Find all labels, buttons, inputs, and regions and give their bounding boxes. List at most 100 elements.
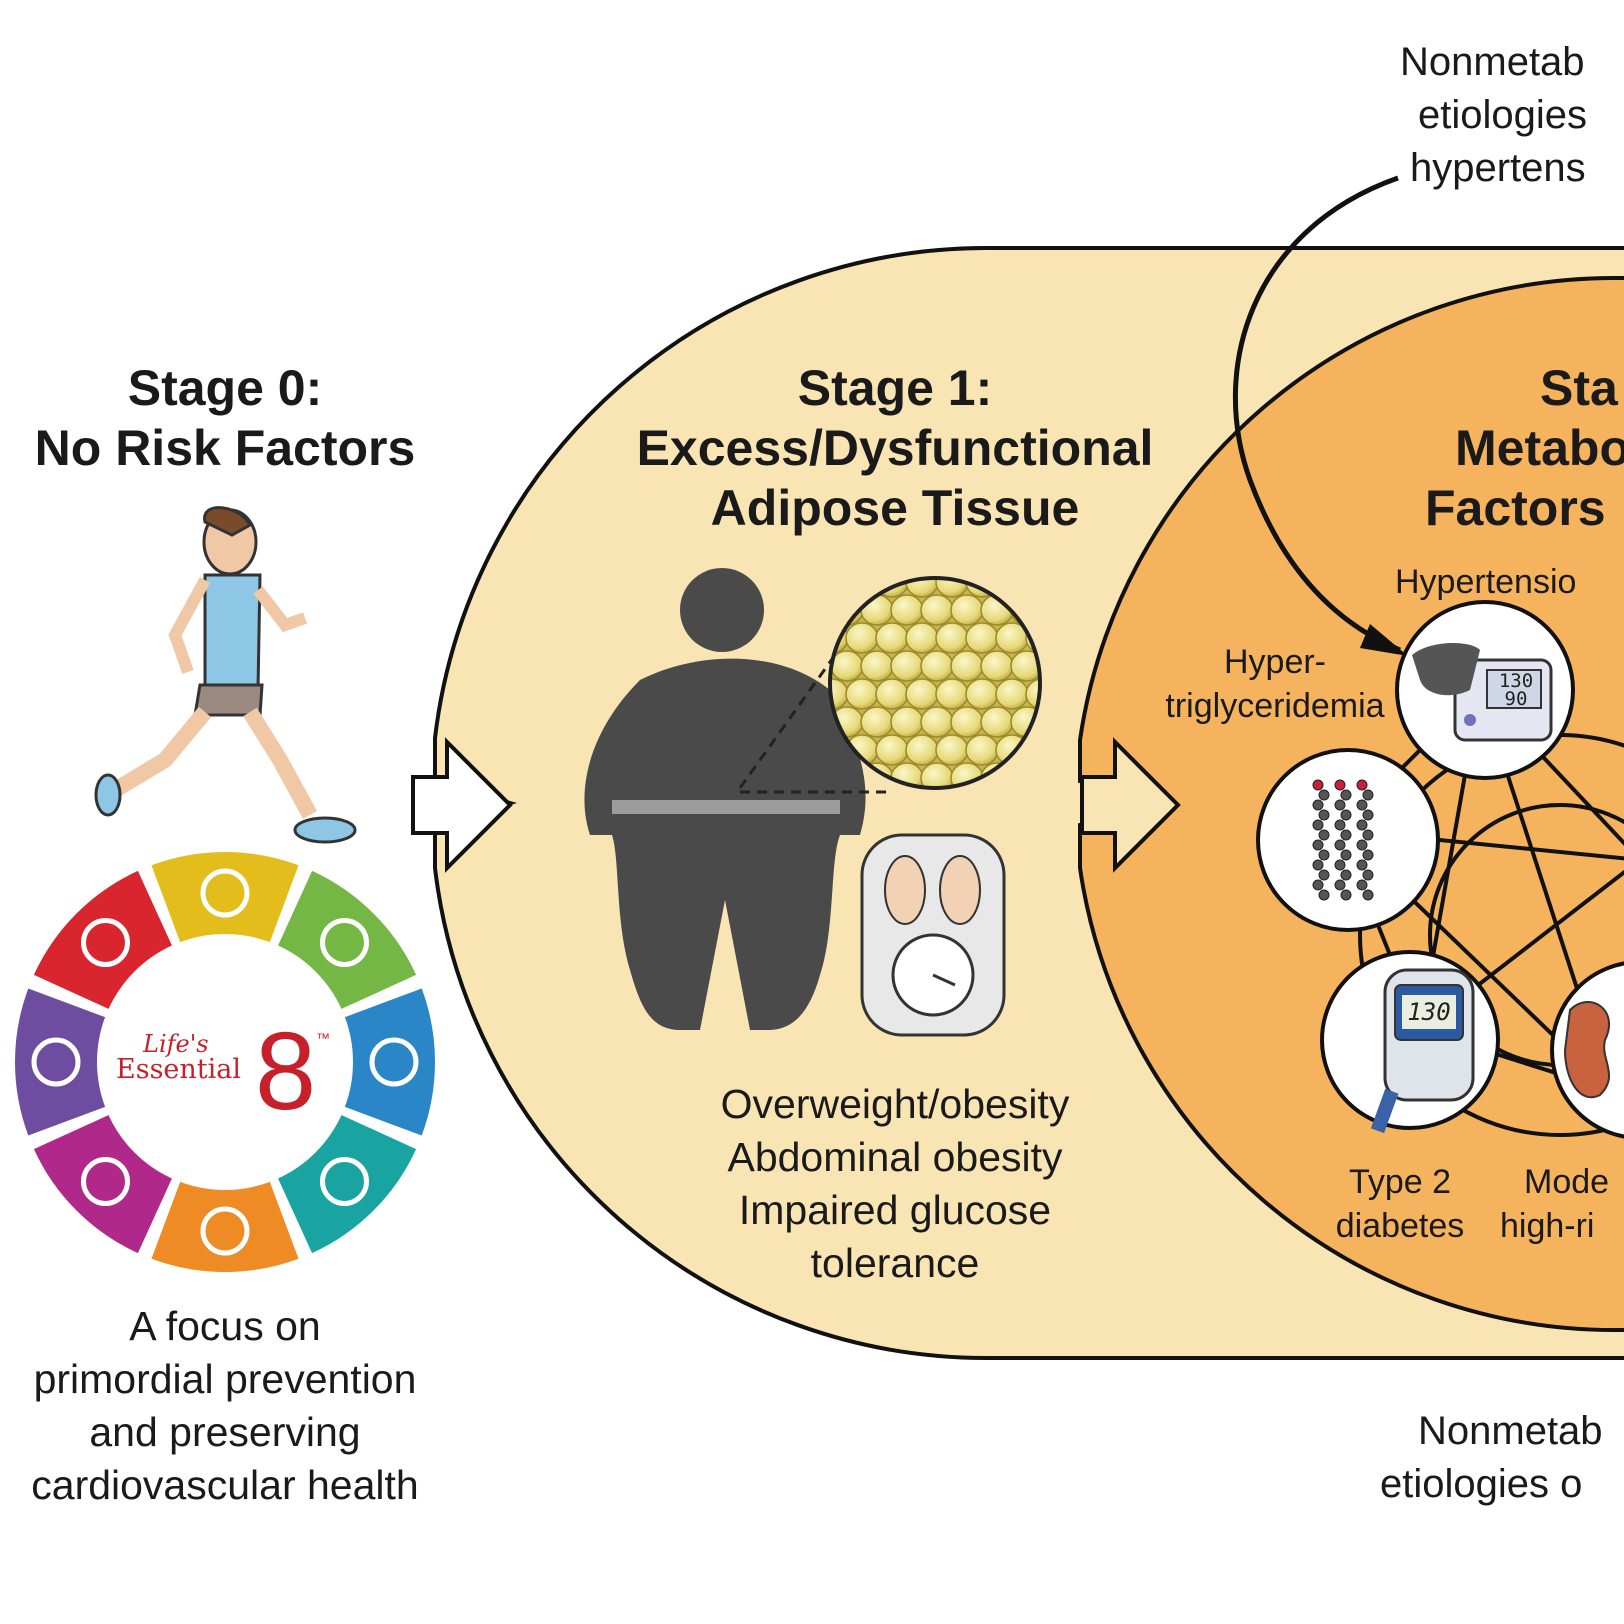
- triglyceride-atom: [1318, 849, 1330, 861]
- adipocyte: [965, 678, 999, 710]
- caption-line3: and preserving: [89, 1409, 361, 1455]
- stage0-to-stage1-arrow: [411, 737, 513, 873]
- hypertriglyceridemia-node: [1256, 748, 1440, 932]
- caption-line4: cardiovascular health: [31, 1462, 419, 1508]
- stage0-title-line2: No Risk Factors: [34, 420, 416, 476]
- adipocyte: [890, 650, 924, 682]
- label-type2-diabetes: Type 2 diabetes: [1320, 1160, 1480, 1248]
- adipocyte: [950, 650, 984, 682]
- triglyceride-atom: [1318, 889, 1330, 901]
- logo-essential: Essential: [116, 1054, 242, 1085]
- stage0-caption: A focus on primordial prevention and pre…: [0, 1300, 450, 1512]
- nonmetab-top-line2: etiologies: [1418, 93, 1588, 137]
- adipocyte: [845, 622, 879, 654]
- adipocyte: [920, 706, 954, 738]
- stage1-to-stage2-arrow: [1080, 737, 1181, 873]
- label-moderate: Mode: [1524, 1163, 1610, 1201]
- wheel-segment-blood-pressure: [14, 988, 106, 1136]
- wheel-segment-healthy-diet: [278, 870, 417, 1009]
- wheel-segment-bmi-scale: [151, 1181, 299, 1273]
- criteria-abdominal-obesity: Abdominal obesity: [727, 1134, 1063, 1180]
- triglyceride-atom: [1334, 859, 1346, 871]
- triglyceride-atom: [1312, 859, 1324, 871]
- stage2-title-line3: Factors: [1425, 480, 1606, 536]
- lifes-essential-8-wheel: LIPIDS: [14, 852, 436, 1273]
- triglyceride-atom: [1340, 869, 1352, 881]
- stage2-title-line1: Sta: [1540, 360, 1618, 416]
- adipocyte: [995, 678, 1029, 710]
- triglyceride-atom: [1340, 809, 1352, 821]
- label-hypertension: Hypertensio: [1395, 563, 1577, 601]
- nonmetab-bottom-line1: Nonmetab: [1418, 1409, 1603, 1453]
- triglyceride-atom: [1318, 869, 1330, 881]
- stage1-criteria-list: Overweight/obesity Abdominal obesity Imp…: [640, 1078, 1150, 1290]
- bp-systolic: 130: [1498, 670, 1534, 692]
- stage0-title: Stage 0: No Risk Factors: [0, 358, 450, 478]
- blood-glucose-icon: [320, 1157, 370, 1207]
- stage2-title-line2: Metabo: [1455, 420, 1624, 476]
- label-type2: Type 2: [1348, 1163, 1452, 1201]
- adipocyte: [980, 706, 1014, 738]
- adipocyte: [905, 678, 939, 710]
- triglyceride-atom: [1340, 829, 1352, 841]
- criteria-impaired-glucose: Impaired glucose: [738, 1187, 1052, 1233]
- criteria-tolerance: tolerance: [810, 1240, 980, 1286]
- criteria-overweight: Overweight/obesity: [720, 1081, 1070, 1127]
- triglyceride-atom: [1340, 849, 1352, 861]
- type2-diabetes-node: [1320, 950, 1500, 1134]
- stage1-title: Stage 1: Excess/Dysfunctional Adipose Ti…: [575, 358, 1215, 538]
- curved-arrow-head: [1360, 624, 1408, 656]
- nonmetabolic-top-text: Nonmetab etiologies hypertens: [1400, 36, 1624, 195]
- nonmetabolic-bottom-text: Nonmetab etiologies o: [1380, 1405, 1624, 1511]
- stage1-title-line3: Adipose Tissue: [710, 480, 1080, 536]
- no-smoking-icon: [80, 917, 130, 967]
- triglyceride-atom: [1312, 799, 1324, 811]
- logo-trademark: ™: [316, 1030, 330, 1046]
- adipocyte: [965, 734, 999, 766]
- nonmetab-top-line3: hypertens: [1410, 146, 1586, 190]
- adipocyte: [905, 734, 939, 766]
- adipocyte: [875, 622, 909, 654]
- wheel-segment-no-smoking: [33, 870, 172, 1009]
- triglyceride-atom: [1334, 819, 1346, 831]
- triglyceride-atom: [1318, 789, 1330, 801]
- weight-scale-icon: [860, 833, 1006, 1037]
- stage0-title-line1: Stage 0:: [127, 360, 323, 416]
- kidney-node: [1550, 961, 1624, 1139]
- nonmetab-bottom-line2: etiologies o: [1380, 1462, 1583, 1506]
- adipocyte: [935, 622, 969, 654]
- label-diabetes: diabetes: [1335, 1207, 1465, 1245]
- adipose-zoom-lines: [738, 654, 890, 794]
- logo-number-8: 8: [255, 1010, 317, 1133]
- triglyceride-atom: [1340, 789, 1352, 801]
- wheel-segment-physical-activity: [344, 988, 436, 1136]
- caption-line2: primordial prevention: [33, 1356, 417, 1402]
- label-triglyceridemia: triglyceridemia: [1165, 687, 1385, 725]
- triglyceride-atom: [1356, 799, 1368, 811]
- adipocyte: [860, 706, 894, 738]
- wheel-segment-lipids: [33, 1115, 172, 1254]
- label-hyper: Hyper-: [1223, 643, 1327, 681]
- wheel-segment-sleep: [151, 852, 299, 943]
- triglyceride-atom: [1334, 839, 1346, 851]
- adipocyte: [905, 622, 939, 654]
- bmi-scale-icon: [200, 1206, 250, 1256]
- triglyceride-atom: [1340, 889, 1352, 901]
- nonmetab-top-line1: Nonmetab: [1400, 40, 1585, 84]
- lipids-label: LIPIDS: [91, 1178, 120, 1188]
- logo-lifes: Life's: [143, 1030, 209, 1058]
- physical-activity-icon: [369, 1037, 419, 1087]
- adipocyte: [920, 594, 954, 626]
- adipocyte: [935, 734, 969, 766]
- stage1-title-line1: Stage 1:: [797, 360, 993, 416]
- runner-illustration: [94, 506, 357, 844]
- adipocyte: [935, 678, 969, 710]
- adipocyte: [875, 678, 909, 710]
- adipocyte: [845, 678, 879, 710]
- triglyceride-atom: [1334, 779, 1346, 791]
- healthy-diet-icon: [320, 917, 370, 967]
- triglyceride-atom: [1356, 779, 1368, 791]
- adipocyte: [950, 594, 984, 626]
- waist-band: [612, 800, 840, 814]
